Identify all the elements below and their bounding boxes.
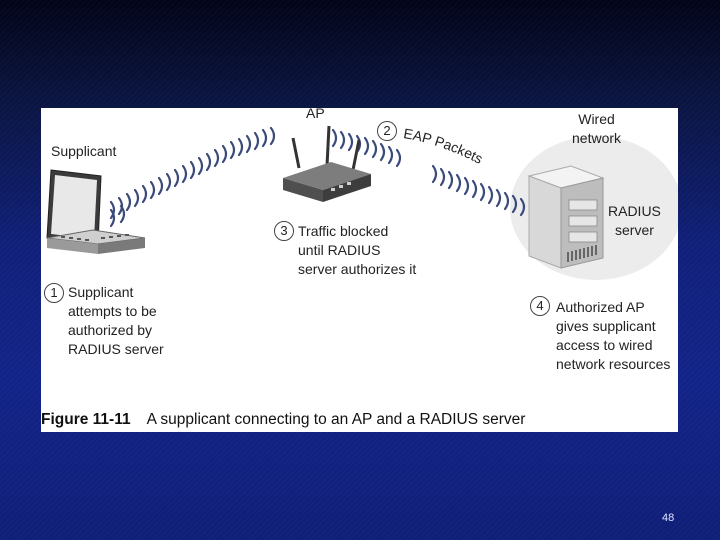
step-3-text: Traffic blocked until RADIUS server auth… — [298, 222, 416, 279]
wired-network-line-2: network — [572, 130, 622, 146]
step-1-number: 1 — [44, 283, 64, 303]
step-1-line: Supplicant — [68, 284, 134, 300]
step-1-line: attempts to be — [68, 303, 157, 319]
step-1-text: Supplicant attempts to be authorized by … — [68, 283, 164, 359]
step-4-number: 4 — [530, 296, 550, 316]
step-1-line: authorized by — [68, 322, 153, 338]
step-2-number: 2 — [377, 121, 397, 141]
radius-server-line-1: RADIUS — [608, 203, 661, 219]
step-4-line: access to wired — [556, 337, 653, 353]
figure-caption-text: A supplicant connecting to an AP and a R… — [146, 411, 526, 428]
step-3-line: server authorizes it — [298, 261, 417, 277]
step-3-line: Traffic blocked — [298, 223, 389, 239]
wired-network-label: Wired network — [572, 110, 621, 148]
figure-number: Figure 11-11 — [41, 411, 131, 428]
signal-wave-icon — [331, 128, 526, 217]
step-4-line: Authorized AP — [556, 299, 645, 315]
step-4-line: network resources — [556, 356, 671, 372]
radius-server-label: RADIUS server — [608, 202, 661, 240]
supplicant-label: Supplicant — [51, 143, 117, 159]
eap-packets-label: EAP Packets — [402, 125, 485, 167]
step-3-line: until RADIUS — [298, 242, 381, 258]
radius-server-line-2: server — [615, 222, 654, 238]
step-3-number: 3 — [274, 221, 294, 241]
signal-wave-icon — [109, 126, 276, 228]
ap-label: AP — [306, 108, 325, 121]
access-point-icon — [283, 125, 371, 202]
step-1-line: RADIUS server — [68, 341, 164, 357]
wired-network-line-1: Wired — [578, 111, 615, 127]
server-icon — [527, 165, 605, 269]
diagram-canvas: EAP Packets — [46, 125, 678, 280]
laptop-icon — [46, 169, 146, 254]
page-number: 48 — [662, 512, 675, 524]
figure-panel: EAP Packets Supplicant AP Wired network … — [41, 108, 678, 432]
step-4-text: Authorized AP gives supplicant access to… — [556, 298, 670, 374]
figure-caption: Figure 11-11 A supplicant connecting to a… — [41, 411, 525, 429]
step-4-line: gives supplicant — [556, 318, 656, 334]
